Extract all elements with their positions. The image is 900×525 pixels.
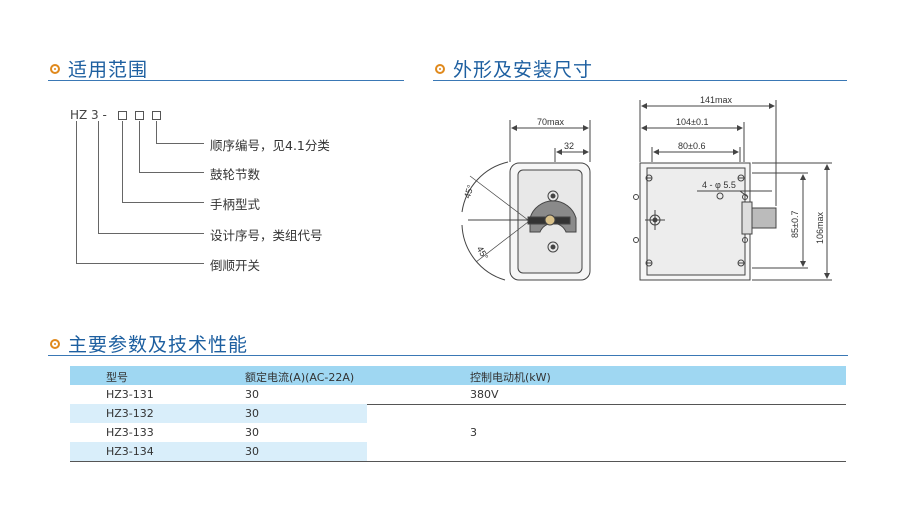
tree-line xyxy=(76,263,204,264)
table-row: HZ3-131 30 380V xyxy=(70,385,846,404)
dim-141max: 141max xyxy=(700,95,733,105)
dim-70max: 70max xyxy=(537,117,565,127)
scope-divider xyxy=(48,80,404,81)
angle-45-lower: 45° xyxy=(475,245,491,262)
row-divider xyxy=(367,404,846,405)
legend-item: 倒顺开关 xyxy=(210,258,261,273)
legend-item: 设计序号，类组代号 xyxy=(210,228,323,243)
tree-line xyxy=(122,202,204,203)
side-view xyxy=(633,100,832,281)
tree-line xyxy=(139,172,204,173)
code-box xyxy=(118,111,127,120)
dim-holes: 4 - φ 5.5 xyxy=(702,180,736,190)
dimensions-title: 外形及安装尺寸 xyxy=(453,59,594,81)
dimensions-divider xyxy=(433,80,847,81)
dim-32: 32 xyxy=(564,141,574,151)
params-divider xyxy=(48,355,848,356)
tree-line xyxy=(156,143,204,144)
dim-104: 104±0.1 xyxy=(676,117,708,127)
code-box xyxy=(152,111,161,120)
target-bullet-icon xyxy=(50,338,60,349)
params-table: 型号 额定电流(A)(AC-22A) 控制电动机(kW) HZ3-131 30 … xyxy=(70,366,846,462)
params-title: 主要参数及技术性能 xyxy=(68,334,249,356)
legend-item: 鼓轮节数 xyxy=(210,167,261,182)
cell-model: HZ3-133 xyxy=(106,426,154,439)
tree-line xyxy=(98,121,99,233)
tree-line xyxy=(76,121,77,263)
cell-current: 30 xyxy=(245,407,259,420)
cell-current: 30 xyxy=(245,426,259,439)
header-model: 型号 xyxy=(106,371,128,384)
legend-item: 顺序编号，见4.1分类 xyxy=(210,138,330,153)
header-motor: 控制电动机(kW) xyxy=(470,371,551,384)
cell-motor: 3 xyxy=(470,426,477,439)
dimensions-header: 外形及安装尺寸 xyxy=(435,55,593,82)
cell-motor: 380V xyxy=(470,388,499,401)
table-row: HZ3-132 30 xyxy=(70,404,846,423)
scope-header: 适用范围 xyxy=(50,55,148,82)
model-code: HZ 3 - xyxy=(70,108,107,122)
tree-line xyxy=(156,121,157,143)
tree-line xyxy=(98,233,204,234)
front-view xyxy=(461,120,591,281)
target-bullet-icon xyxy=(435,63,445,74)
dim-85: 85±0.7 xyxy=(790,211,800,238)
dim-80: 80±0.6 xyxy=(678,141,705,151)
scope-title: 适用范围 xyxy=(68,59,149,81)
tree-line xyxy=(139,121,140,172)
cell-model: HZ3-134 xyxy=(106,445,154,458)
cell-model: HZ3-132 xyxy=(106,407,154,420)
legend-item: 手柄型式 xyxy=(210,197,261,212)
code-box xyxy=(135,111,144,120)
cell-current: 30 xyxy=(245,445,259,458)
table-row: HZ3-134 30 xyxy=(70,442,846,461)
cell-current: 30 xyxy=(245,388,259,401)
params-header: 主要参数及技术性能 xyxy=(50,330,248,357)
tree-line xyxy=(122,121,123,202)
cell-model: HZ3-131 xyxy=(106,388,154,401)
outline-drawing: 70max 32 45° 45° xyxy=(461,95,832,281)
dim-106max: 106max xyxy=(815,211,825,244)
table-row: HZ3-133 30 3 xyxy=(70,423,846,442)
angle-45-upper: 45° xyxy=(462,183,476,199)
table-header: 型号 额定电流(A)(AC-22A) 控制电动机(kW) xyxy=(70,366,846,385)
target-bullet-icon xyxy=(50,63,60,74)
table-bottom-rule xyxy=(70,461,846,462)
header-current: 额定电流(A)(AC-22A) xyxy=(245,371,355,384)
